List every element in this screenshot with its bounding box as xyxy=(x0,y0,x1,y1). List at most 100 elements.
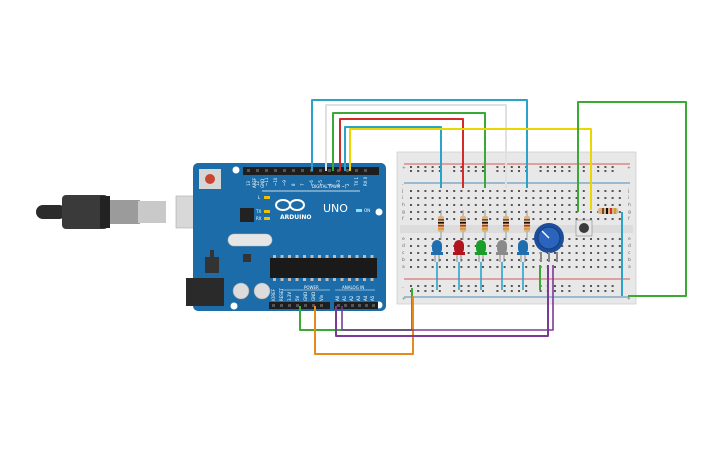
breadboard-hole[interactable] xyxy=(618,211,621,213)
breadboard-hole[interactable] xyxy=(611,259,614,261)
rail-hole[interactable] xyxy=(568,166,571,168)
rail-hole[interactable] xyxy=(438,285,441,287)
breadboard-hole[interactable] xyxy=(604,218,607,220)
rail-hole[interactable] xyxy=(546,166,549,168)
power-pin-hole[interactable] xyxy=(304,304,307,307)
breadboard-hole[interactable] xyxy=(431,197,434,199)
rail-hole[interactable] xyxy=(611,290,614,292)
breadboard-hole[interactable] xyxy=(489,238,492,240)
rail-hole[interactable] xyxy=(503,166,506,168)
breadboard-hole[interactable] xyxy=(446,190,448,192)
breadboard-hole[interactable] xyxy=(489,197,492,199)
breadboard-hole[interactable] xyxy=(503,190,506,192)
breadboard-hole[interactable] xyxy=(446,245,448,247)
rail-hole[interactable] xyxy=(482,290,484,292)
breadboard-hole[interactable] xyxy=(489,252,492,254)
breadboard-hole[interactable] xyxy=(568,190,571,192)
led[interactable] xyxy=(497,240,507,254)
breadboard-hole[interactable] xyxy=(575,245,578,247)
analog-pin-hole[interactable] xyxy=(351,304,354,307)
rail-hole[interactable] xyxy=(453,170,456,172)
breadboard-hole[interactable] xyxy=(510,197,513,199)
breadboard-hole[interactable] xyxy=(604,245,607,247)
breadboard-hole[interactable] xyxy=(590,211,592,213)
breadboard-hole[interactable] xyxy=(446,218,448,220)
rail-hole[interactable] xyxy=(503,170,506,172)
rail-hole[interactable] xyxy=(611,285,614,287)
rail-hole[interactable] xyxy=(417,285,420,287)
breadboard-hole[interactable] xyxy=(482,266,484,268)
rail-hole[interactable] xyxy=(410,285,412,287)
breadboard-hole[interactable] xyxy=(474,259,477,261)
breadboard-hole[interactable] xyxy=(539,190,542,192)
breadboard-hole[interactable] xyxy=(582,204,585,206)
breadboard-hole[interactable] xyxy=(582,259,585,261)
breadboard-hole[interactable] xyxy=(438,211,441,213)
breadboard-hole[interactable] xyxy=(489,211,492,213)
wire-green-pin11[interactable] xyxy=(332,112,486,188)
potentiometer[interactable] xyxy=(534,223,564,262)
breadboard-hole[interactable] xyxy=(431,259,434,261)
wire-cyan-pin9[interactable] xyxy=(344,126,442,188)
rail-hole[interactable] xyxy=(582,170,585,172)
breadboard-hole[interactable] xyxy=(496,238,499,240)
rail-hole[interactable] xyxy=(453,285,456,287)
digital-pin-hole[interactable] xyxy=(283,169,286,172)
rail-hole[interactable] xyxy=(561,285,564,287)
rail-hole[interactable] xyxy=(525,285,528,287)
breadboard-hole[interactable] xyxy=(561,197,564,199)
breadboard-hole[interactable] xyxy=(532,190,535,192)
rail-hole[interactable] xyxy=(482,170,484,172)
breadboard-hole[interactable] xyxy=(525,211,528,213)
breadboard-hole[interactable] xyxy=(611,245,614,247)
breadboard-hole[interactable] xyxy=(597,245,600,247)
rail-hole[interactable] xyxy=(467,290,470,292)
rail-hole[interactable] xyxy=(510,166,513,168)
rail-hole[interactable] xyxy=(460,166,463,168)
rail-hole[interactable] xyxy=(597,166,600,168)
rail-hole[interactable] xyxy=(518,170,520,172)
digital-pin-hole[interactable] xyxy=(328,169,331,172)
power-pin-hole[interactable] xyxy=(320,304,323,307)
breadboard-hole[interactable] xyxy=(417,259,420,261)
rail-hole[interactable] xyxy=(510,170,513,172)
breadboard-hole[interactable] xyxy=(575,266,578,268)
breadboard-hole[interactable] xyxy=(417,245,420,247)
digital-pin-hole[interactable] xyxy=(355,169,358,172)
breadboard-hole[interactable] xyxy=(489,259,492,261)
rail-hole[interactable] xyxy=(467,285,470,287)
breadboard-hole[interactable] xyxy=(424,252,427,254)
rail-hole[interactable] xyxy=(460,170,463,172)
breadboard-hole[interactable] xyxy=(568,204,571,206)
rail-hole[interactable] xyxy=(604,170,607,172)
breadboard-hole[interactable] xyxy=(460,238,463,240)
rail-hole[interactable] xyxy=(539,290,542,292)
breadboard-hole[interactable] xyxy=(446,238,448,240)
breadboard-hole[interactable] xyxy=(561,218,564,220)
breadboard-hole[interactable] xyxy=(618,197,621,199)
breadboard-hole[interactable] xyxy=(518,238,520,240)
breadboard-hole[interactable] xyxy=(518,218,520,220)
breadboard-hole[interactable] xyxy=(590,252,592,254)
digital-pin-hole[interactable] xyxy=(247,169,250,172)
breadboard-hole[interactable] xyxy=(561,211,564,213)
breadboard-hole[interactable] xyxy=(604,190,607,192)
rail-hole[interactable] xyxy=(438,170,441,172)
breadboard-hole[interactable] xyxy=(525,259,528,261)
rail-hole[interactable] xyxy=(424,290,427,292)
breadboard-hole[interactable] xyxy=(467,245,470,247)
power-pin-hole[interactable] xyxy=(296,304,299,307)
breadboard-hole[interactable] xyxy=(453,204,456,206)
rail-hole[interactable] xyxy=(561,290,564,292)
breadboard-hole[interactable] xyxy=(424,211,427,213)
breadboard-hole[interactable] xyxy=(582,238,585,240)
breadboard-hole[interactable] xyxy=(446,266,448,268)
rail-hole[interactable] xyxy=(597,285,600,287)
breadboard-hole[interactable] xyxy=(460,266,463,268)
breadboard-hole[interactable] xyxy=(611,197,614,199)
breadboard-hole[interactable] xyxy=(525,266,528,268)
breadboard-hole[interactable] xyxy=(611,190,614,192)
analog-pin-hole[interactable] xyxy=(344,304,347,307)
breadboard-hole[interactable] xyxy=(525,197,528,199)
rail-hole[interactable] xyxy=(496,170,499,172)
